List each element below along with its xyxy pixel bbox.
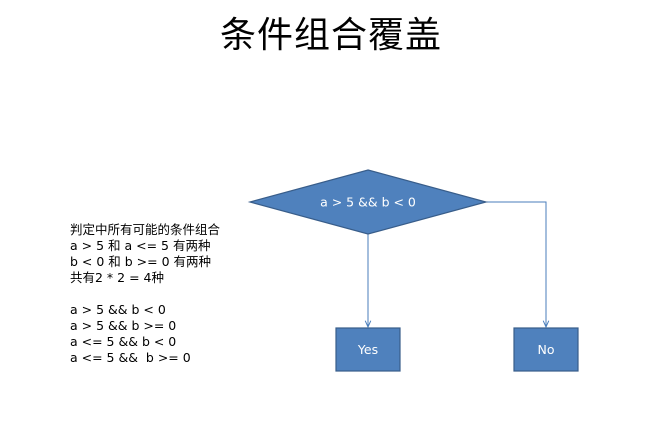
decision-label: a > 5 && b < 0: [320, 195, 416, 210]
combination-line: a > 5 && b >= 0: [70, 318, 177, 333]
summary-line: a > 5 和 a <= 5 有两种: [70, 238, 211, 253]
no-box: [513, 327, 579, 372]
yes-node: Yes: [335, 327, 401, 372]
no-label: No: [538, 342, 555, 357]
summary-line: b < 0 和 b >= 0 有两种: [70, 254, 212, 269]
combination-line: a <= 5 && b < 0: [70, 334, 177, 349]
blank-line: [70, 286, 320, 302]
decision-node: a > 5 && b < 0: [247, 169, 489, 235]
slide-title: 条件组合覆盖: [219, 15, 442, 56]
arrow-to-no: [486, 201, 546, 327]
decision-diamond: [247, 169, 489, 235]
combination-line: a <= 5 && b >= 0: [70, 350, 191, 365]
yes-box: [335, 327, 401, 372]
combination-line: a > 5 && b < 0: [70, 302, 166, 317]
summary-line: 判定中所有可能的条件组合: [70, 222, 221, 237]
no-node: No: [513, 327, 579, 372]
explanation-text: 判定中所有可能的条件组合 a > 5 和 a <= 5 有两种 b < 0 和 …: [70, 222, 320, 366]
summary-line: 共有2 * 2 = 4种: [70, 270, 164, 285]
yes-label: Yes: [357, 342, 378, 357]
